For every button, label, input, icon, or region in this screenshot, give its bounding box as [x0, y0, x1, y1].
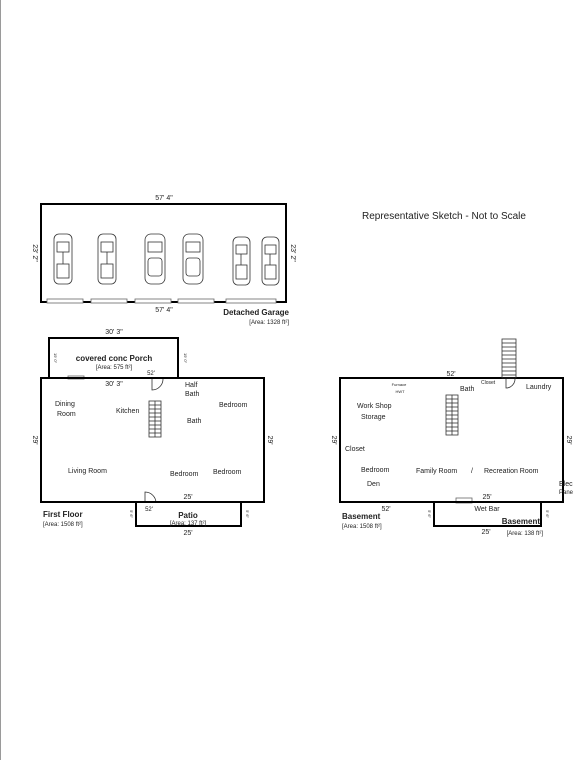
basement-wetbar-section: Wet Bar Basement 25' [Area: 138 ft²] 5' … [427, 501, 550, 537]
first-floor-title: First Floor [43, 510, 83, 519]
room-bedroom: Bedroom [361, 467, 390, 474]
room-living: Living Room [68, 468, 107, 475]
garage-area: [Area: 1328 ft²] [249, 320, 289, 326]
patio-area: [Area: 137 ft²] [170, 521, 207, 527]
garage-door-4 [177, 298, 215, 304]
garage-door-2 [90, 298, 128, 304]
garage-dim-top: 57' 4" [155, 195, 173, 202]
basement-dim-top: 52' [446, 371, 455, 378]
porch-title: covered conc Porch [76, 354, 153, 363]
basement-area: [Area: 1508 ft²] [342, 524, 382, 530]
basement-title: Basement [342, 512, 381, 521]
garage-section: 57' 4" 57' 4" 23' 2" 23' 2" Detached Gar… [31, 195, 296, 326]
room-closet-top: Closet [481, 380, 496, 386]
first-floor-section: Dining Room Kitchen Half Bath Bath Bedro… [31, 377, 273, 528]
car-icons [53, 233, 280, 286]
room-laundry: Laundry [526, 384, 552, 391]
basement-section: Furnace HWT Bath Closet Laundry Work Sho… [330, 338, 574, 530]
garage-outline [40, 203, 287, 303]
room-half: Half [185, 382, 198, 389]
room-bath: Bath [460, 386, 475, 393]
stairs-icon [445, 394, 459, 436]
car-icon [261, 236, 280, 286]
porch-dim-bottom: 30' 3" [105, 381, 123, 388]
porch-dim-top: 30' 3" [105, 329, 123, 336]
porch-dim-left: 19' 0" [53, 353, 58, 364]
room-hwt: HWT [395, 389, 405, 394]
car-icon [144, 233, 166, 285]
car-icon [97, 233, 117, 285]
room-dining: Dining [55, 401, 75, 408]
patio-title: Patio [178, 511, 198, 520]
stairs-icon [148, 400, 162, 438]
room-recreation: Recreation Room [484, 468, 539, 475]
porch-dim-right: 19' 0" [183, 353, 188, 364]
basement-dim-left: 29' [330, 435, 337, 444]
room-elec: Elec [559, 481, 573, 488]
door-swing-icon [151, 378, 164, 391]
room-bedroom-bottom-middle: Bedroom [170, 471, 199, 478]
basement2-dim-right: 5' 6" [545, 510, 550, 518]
room-panel: Pane [559, 490, 574, 496]
garage-door-1 [46, 298, 84, 304]
basement2-title: Basement [502, 517, 541, 526]
door-swing-icon [505, 378, 516, 389]
car-icon [232, 236, 251, 286]
first-floor-area: [Area: 1508 ft²] [43, 522, 83, 528]
room-storage: Storage [361, 414, 386, 421]
garage-dim-bottom: 57' 4" [155, 307, 173, 314]
basement2-area: [Area: 138 ft²] [507, 531, 544, 537]
room-bedroom-bottom-right: Bedroom [213, 469, 242, 476]
patio-section: Patio [Area: 137 ft²] 25' 5' 6" 5' 6" [129, 501, 250, 537]
patio-dim-right: 5' 6" [245, 510, 250, 518]
porch-area: [Area: 575 ft²] [96, 365, 133, 371]
room-dining-room: Room [57, 411, 76, 418]
garage-door-5 [225, 298, 277, 304]
room-family: Family Room [416, 468, 457, 475]
room-bedroom-top-right: Bedroom [219, 402, 248, 409]
garage-doors [46, 298, 277, 304]
porch-section: 30' 3" 30' 3" 19' 0" 19' 0" covered conc… [48, 329, 188, 388]
room-bath: Bath [187, 418, 202, 425]
patio-outline [135, 501, 242, 527]
basement-dim-bottom: 52' [381, 506, 390, 513]
first-floor-outline [40, 377, 265, 503]
wet-bar-label: Wet Bar [474, 506, 500, 513]
garage-dim-right: 23' 2" [289, 244, 296, 262]
garage-dim-left: 23' 2" [31, 244, 38, 262]
page-left-border [0, 0, 1, 760]
first-floor-dim-right: 29' [266, 435, 273, 444]
basement2-dim-left: 5' 6" [427, 510, 432, 518]
basement-dim-right: 29' [565, 435, 572, 444]
patio-dim-left: 5' 6" [129, 510, 134, 518]
patio-dim-bottom: 25' [183, 530, 192, 537]
room-furnace: Furnace [392, 382, 407, 387]
room-den: Den [367, 481, 380, 488]
room-closet-left: Closet [345, 446, 365, 453]
room-half-bath: Bath [185, 391, 200, 398]
basement-dim-wetbar-top: 25' [482, 494, 491, 501]
basement2-dim-bottom: 25' [481, 529, 490, 536]
porch-dim-inner: 52' [147, 371, 155, 377]
first-floor-dim-patio-top: 25' [183, 494, 192, 501]
note-text: Representative Sketch - Not to Scale [362, 211, 526, 222]
room-slash: / [471, 468, 473, 475]
garage-title: Detached Garage [223, 308, 289, 317]
exterior-stairs-icon [501, 338, 517, 379]
first-floor-dim-left: 29' [31, 435, 38, 444]
garage-door-3 [134, 298, 172, 304]
first-floor-dim-bottom: 52' [145, 507, 153, 513]
basement-wetbar-outline [433, 501, 542, 527]
room-kitchen: Kitchen [116, 408, 139, 415]
car-icon [53, 233, 73, 285]
room-workshop: Work Shop [357, 403, 392, 410]
car-icon [182, 233, 204, 285]
